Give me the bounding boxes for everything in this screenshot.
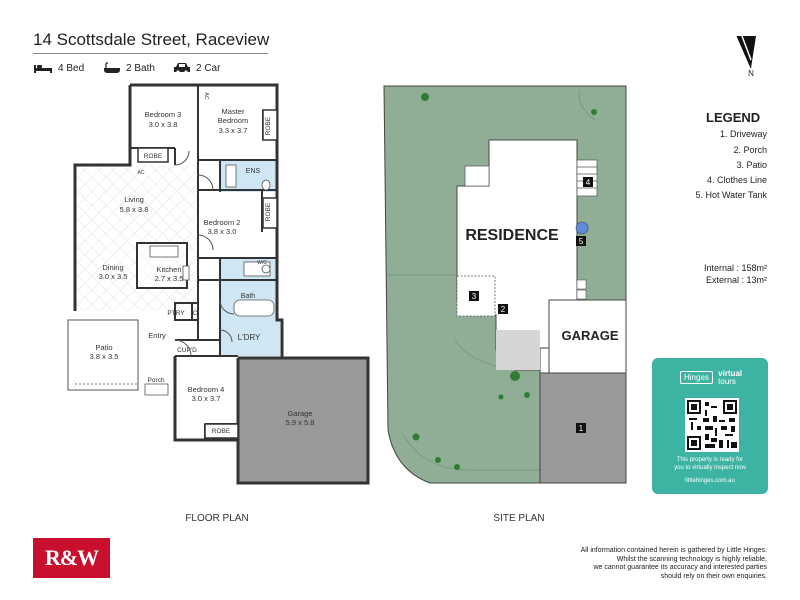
bedroom3-label: Bedroom 3 bbox=[145, 110, 182, 119]
compass-north-label: N bbox=[748, 69, 754, 78]
external-area: External : 13m² bbox=[705, 275, 767, 285]
patio-label: Patio bbox=[95, 343, 112, 352]
master-robe bbox=[262, 109, 278, 141]
bathtub bbox=[233, 299, 275, 317]
virtual-tours-message: This property is ready for you to virtua… bbox=[674, 457, 746, 471]
garage-dim: 5.9 x 5.8 bbox=[286, 418, 315, 427]
bedroom3-dim: 3.0 x 3.8 bbox=[149, 120, 178, 129]
trees bbox=[412, 93, 597, 470]
wc-label: W/C bbox=[257, 260, 267, 266]
garage-label: Garage bbox=[287, 409, 312, 418]
bedroom2-robe-label: ROBE bbox=[265, 202, 272, 221]
legend-item-hot-water-tank: 5. Hot Water Tank bbox=[695, 190, 767, 200]
legend-item-driveway: 1. Driveway bbox=[719, 129, 767, 139]
car-icon bbox=[174, 63, 190, 74]
ac-label-2: AC bbox=[203, 93, 209, 100]
cupd-label: CUP'D bbox=[177, 347, 197, 354]
marker-1-label: 1 bbox=[579, 424, 584, 433]
bath-label: Bath bbox=[241, 293, 256, 300]
master-label-2: Bedroom bbox=[218, 116, 248, 125]
laundry-floor bbox=[220, 320, 280, 356]
tours-tag: tours bbox=[718, 377, 736, 386]
bedroom4-robe-label: ROBE bbox=[212, 428, 231, 435]
bed-label: 4 Bed bbox=[58, 62, 85, 74]
laundry-label: L'DRY bbox=[238, 333, 261, 342]
living-dim: 5.8 x 3.8 bbox=[120, 205, 149, 214]
bedroom2-dim: 3.8 x 3.0 bbox=[208, 227, 237, 236]
rw-logo: R&W bbox=[33, 538, 110, 578]
ac-label-1: AC bbox=[138, 170, 145, 176]
bed-count: 4 Bed bbox=[33, 62, 84, 74]
hot-water-tank bbox=[575, 221, 589, 235]
virtual-tours-logo: Hinges virtual tours bbox=[680, 370, 742, 386]
bath-label: 2 Bath bbox=[126, 62, 155, 74]
title-divider bbox=[33, 53, 268, 54]
car-label: 2 Car bbox=[196, 62, 221, 74]
bath-count: 2 Bath bbox=[103, 62, 155, 74]
marker-3 bbox=[469, 291, 479, 301]
entry-label: Entry bbox=[148, 331, 166, 340]
bed-icon bbox=[34, 65, 52, 73]
qr-code-icon[interactable] bbox=[685, 398, 739, 452]
marker-5 bbox=[576, 236, 586, 246]
door-swings bbox=[174, 150, 235, 357]
kitchen-label: Kitchen bbox=[156, 265, 181, 274]
garage-floor bbox=[238, 358, 368, 483]
pantry-label: PTRY bbox=[167, 310, 185, 317]
legend-item-patio: 3. Patio bbox=[736, 160, 767, 170]
legend-item-porch: 2. Porch bbox=[733, 145, 767, 155]
car-count: 2 Car bbox=[173, 62, 220, 74]
patio-dim: 3.8 x 3.5 bbox=[90, 352, 119, 361]
porch bbox=[144, 383, 169, 396]
hinges-brand: Hinges bbox=[680, 371, 713, 385]
virtual-tours-url[interactable]: littlehinges.com.au bbox=[685, 478, 735, 484]
living-label: Living bbox=[124, 195, 144, 204]
porch-area bbox=[496, 330, 540, 370]
marker-4 bbox=[583, 177, 593, 187]
cupboard-c-label: C bbox=[193, 310, 198, 317]
ensuite-label: ENS bbox=[246, 168, 261, 175]
bedroom2-robe bbox=[262, 197, 278, 229]
patio bbox=[67, 319, 139, 391]
kitchen-fixtures bbox=[149, 164, 271, 281]
bedroom4-label: Bedroom 4 bbox=[188, 385, 225, 394]
virtual-tag: virtual bbox=[718, 369, 743, 378]
property-address: 14 Scottsdale Street, Raceview bbox=[33, 30, 270, 49]
garage-site-label: GARAGE bbox=[561, 328, 618, 343]
internal-area: Internal : 158m² bbox=[703, 263, 767, 273]
bedroom2-label: Bedroom 2 bbox=[204, 218, 241, 227]
master-label-1: Master bbox=[222, 107, 245, 116]
marker-3-label: 3 bbox=[472, 292, 477, 301]
dining-dim: 3.0 x 3.5 bbox=[99, 272, 128, 281]
marker-1 bbox=[576, 423, 586, 433]
master-dim: 3.3 x 3.7 bbox=[219, 126, 248, 135]
site-garage bbox=[548, 299, 627, 374]
dining-label: Dining bbox=[102, 263, 123, 272]
kitchen-dim: 2.7 x 3.5 bbox=[155, 274, 184, 283]
floor-plan-caption: FLOOR PLAN bbox=[185, 513, 248, 524]
legend-title: LEGEND bbox=[706, 110, 761, 125]
compass-arrow-icon bbox=[736, 35, 756, 69]
marker-2-label: 2 bbox=[501, 305, 506, 314]
marker-2 bbox=[498, 304, 508, 314]
bedroom3-robe bbox=[137, 147, 169, 163]
master-robe-label: ROBE bbox=[265, 116, 272, 135]
bedroom4-robe bbox=[204, 423, 239, 439]
bedroom4-dim: 3.0 x 3.7 bbox=[192, 394, 221, 403]
residence-label: RESIDENCE bbox=[465, 227, 559, 244]
porch-label: Porch bbox=[148, 377, 165, 384]
disclaimer: All information contained herein is gath… bbox=[580, 547, 767, 580]
site-plan-caption: SITE PLAN bbox=[493, 513, 544, 524]
marker-5-label: 5 bbox=[579, 237, 584, 246]
bath-icon bbox=[104, 62, 120, 73]
legend-item-clothes-line: 4. Clothes Line bbox=[706, 175, 767, 185]
bedroom3-robe-label: ROBE bbox=[144, 153, 163, 160]
marker-4-label: 4 bbox=[586, 178, 591, 187]
